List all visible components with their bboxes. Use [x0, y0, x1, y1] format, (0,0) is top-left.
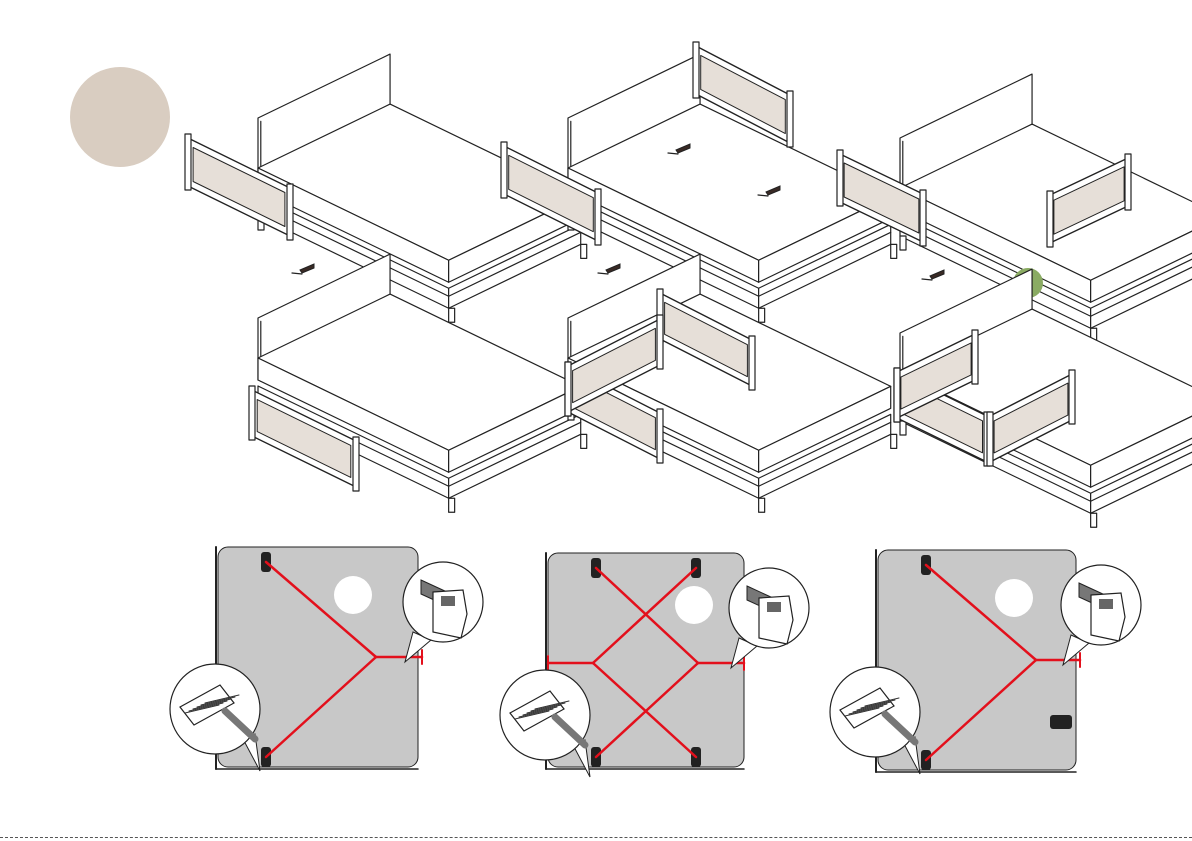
strap-layout-a — [170, 547, 483, 771]
installed-rail-1-post — [1069, 370, 1075, 424]
bed-leg — [900, 236, 906, 250]
bed-leg — [900, 421, 906, 435]
installed-rail-1-post — [987, 412, 993, 466]
bed-rail-0-post — [837, 150, 843, 206]
clip-window — [1099, 599, 1113, 609]
bed-leg — [891, 434, 897, 448]
strap-layout-b — [500, 553, 809, 777]
bed-leg — [759, 308, 765, 322]
rail-connector-0-leg — [292, 273, 302, 274]
bed-rail-0-post — [185, 134, 191, 190]
bed-leg — [759, 498, 765, 512]
clip-window — [441, 596, 455, 606]
bed-rail-0-post — [287, 184, 293, 240]
bed-rail-1-post — [693, 42, 699, 98]
assembled-view-c — [894, 269, 1192, 527]
installed-rail-0-post — [657, 409, 663, 463]
rail-connector-0-leg — [598, 273, 608, 274]
clip-window — [767, 602, 781, 612]
bed-leg — [581, 434, 587, 448]
installed-rail-2-post — [894, 368, 900, 422]
installed-rail-0-post — [249, 386, 255, 440]
installed-rail-0-post — [353, 437, 359, 491]
bed-leg — [581, 244, 587, 258]
corner-bracket — [1050, 715, 1072, 729]
bed-rail-1-post — [787, 91, 793, 147]
bed-rail-0-post — [595, 189, 601, 245]
installed-rail-2-post — [972, 330, 978, 384]
rail-connector-0 — [300, 264, 314, 273]
position-badge — [995, 579, 1033, 617]
strap-layout-c — [830, 550, 1141, 774]
bed-leg — [1091, 513, 1097, 527]
page-bottom-rule — [0, 837, 1192, 838]
position-badge — [334, 576, 372, 614]
bed-rail-0-post — [501, 142, 507, 198]
bed-rail-0-post — [920, 190, 926, 246]
bed-rail-1-post — [1125, 154, 1131, 210]
installed-rail-2-post — [657, 315, 663, 369]
position-badge — [675, 586, 713, 624]
bed-leg — [449, 498, 455, 512]
rail-connector-0-leg — [922, 279, 932, 280]
bed-rail-1-post — [1047, 191, 1053, 247]
bed-leg — [449, 308, 455, 322]
installed-rail-2-post — [565, 362, 571, 416]
bed-leg — [891, 244, 897, 258]
rail-connector-0 — [930, 270, 944, 279]
installed-rail-1-post — [749, 336, 755, 390]
rail-connector-0 — [606, 264, 620, 273]
